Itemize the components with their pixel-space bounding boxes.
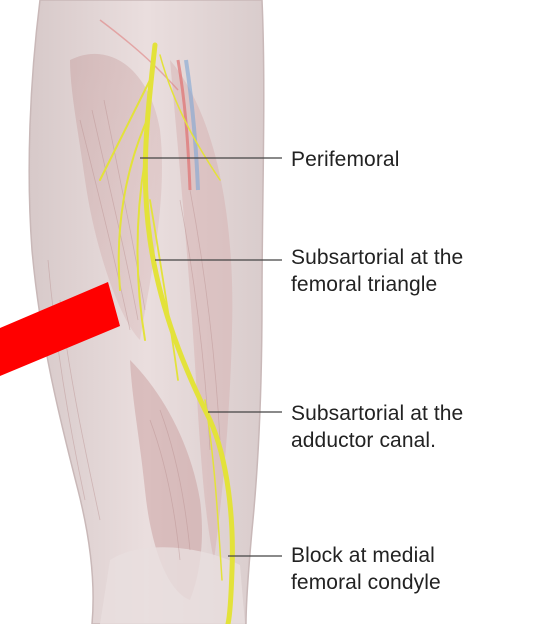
label-subsartorial-adductor-canal: Subsartorial at the adductor canal. <box>291 400 463 454</box>
label-perifemoral: Perifemoral <box>291 146 399 173</box>
knee-region <box>100 547 245 624</box>
label-subsartorial-femoral-triangle: Subsartorial at the femoral triangle <box>291 244 463 298</box>
label-medial-femoral-condyle: Block at medial femoral condyle <box>291 542 441 596</box>
